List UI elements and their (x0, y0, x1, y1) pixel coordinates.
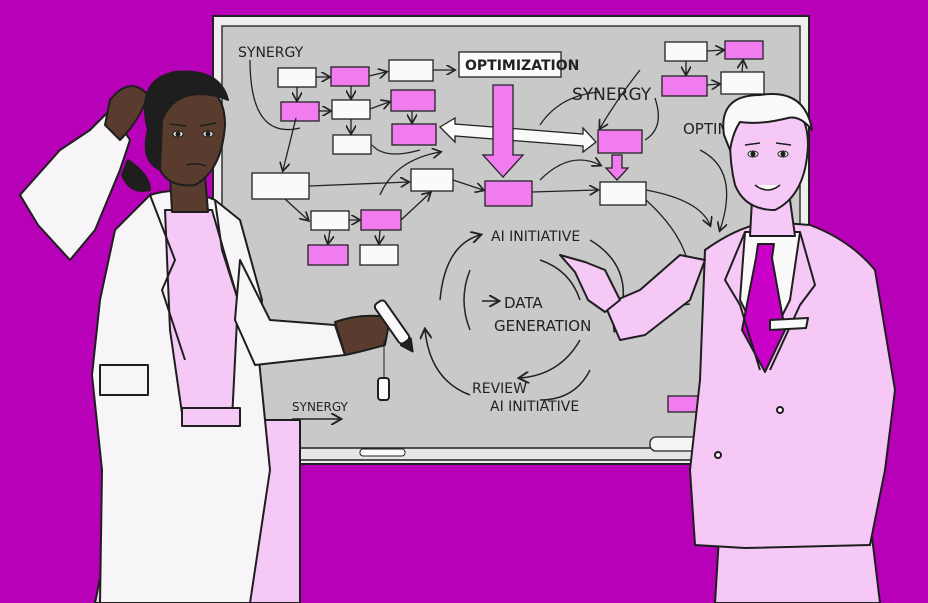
man-pointing-arm (604, 254, 706, 341)
label-ai-initiative-bottom: AI INITIATIVE (490, 399, 579, 415)
marker-cap-dangling (377, 377, 390, 401)
marker-pen (373, 299, 414, 353)
man-pocket-square (769, 317, 809, 331)
man-tie (741, 243, 786, 373)
label-synergy-top-left: SYNERGY (238, 45, 304, 61)
label-generation: GENERATION (494, 317, 591, 335)
label-optimization: OPTIMIZATION (465, 58, 579, 74)
eraser-on-tray (359, 448, 406, 457)
woman-pocket (99, 364, 149, 396)
label-optim-partial: OPTIM (683, 120, 730, 138)
woman-raised-arm (19, 109, 131, 261)
flowchart-drawing (249, 40, 765, 419)
woman-hand (334, 314, 391, 356)
man-pointing-hand (559, 254, 621, 313)
label-review: REVIEW (472, 381, 527, 397)
man-figure (559, 93, 896, 603)
board-labels: SYNERGY OPTIMIZATION SYNERGY OPTIM AI IN… (238, 45, 730, 415)
label-synergy-top-right: SYNERGY (572, 85, 652, 105)
woman-hair (143, 70, 229, 171)
label-synergy-bottom-left: SYNERGY (292, 400, 349, 414)
label-data: DATA (504, 294, 543, 312)
label-ai-initiative: AI INITIATIVE (491, 229, 580, 245)
woman-belt (181, 407, 241, 427)
man-hair (722, 93, 813, 151)
marker-tray (264, 447, 706, 461)
woman-figure (19, 70, 414, 603)
